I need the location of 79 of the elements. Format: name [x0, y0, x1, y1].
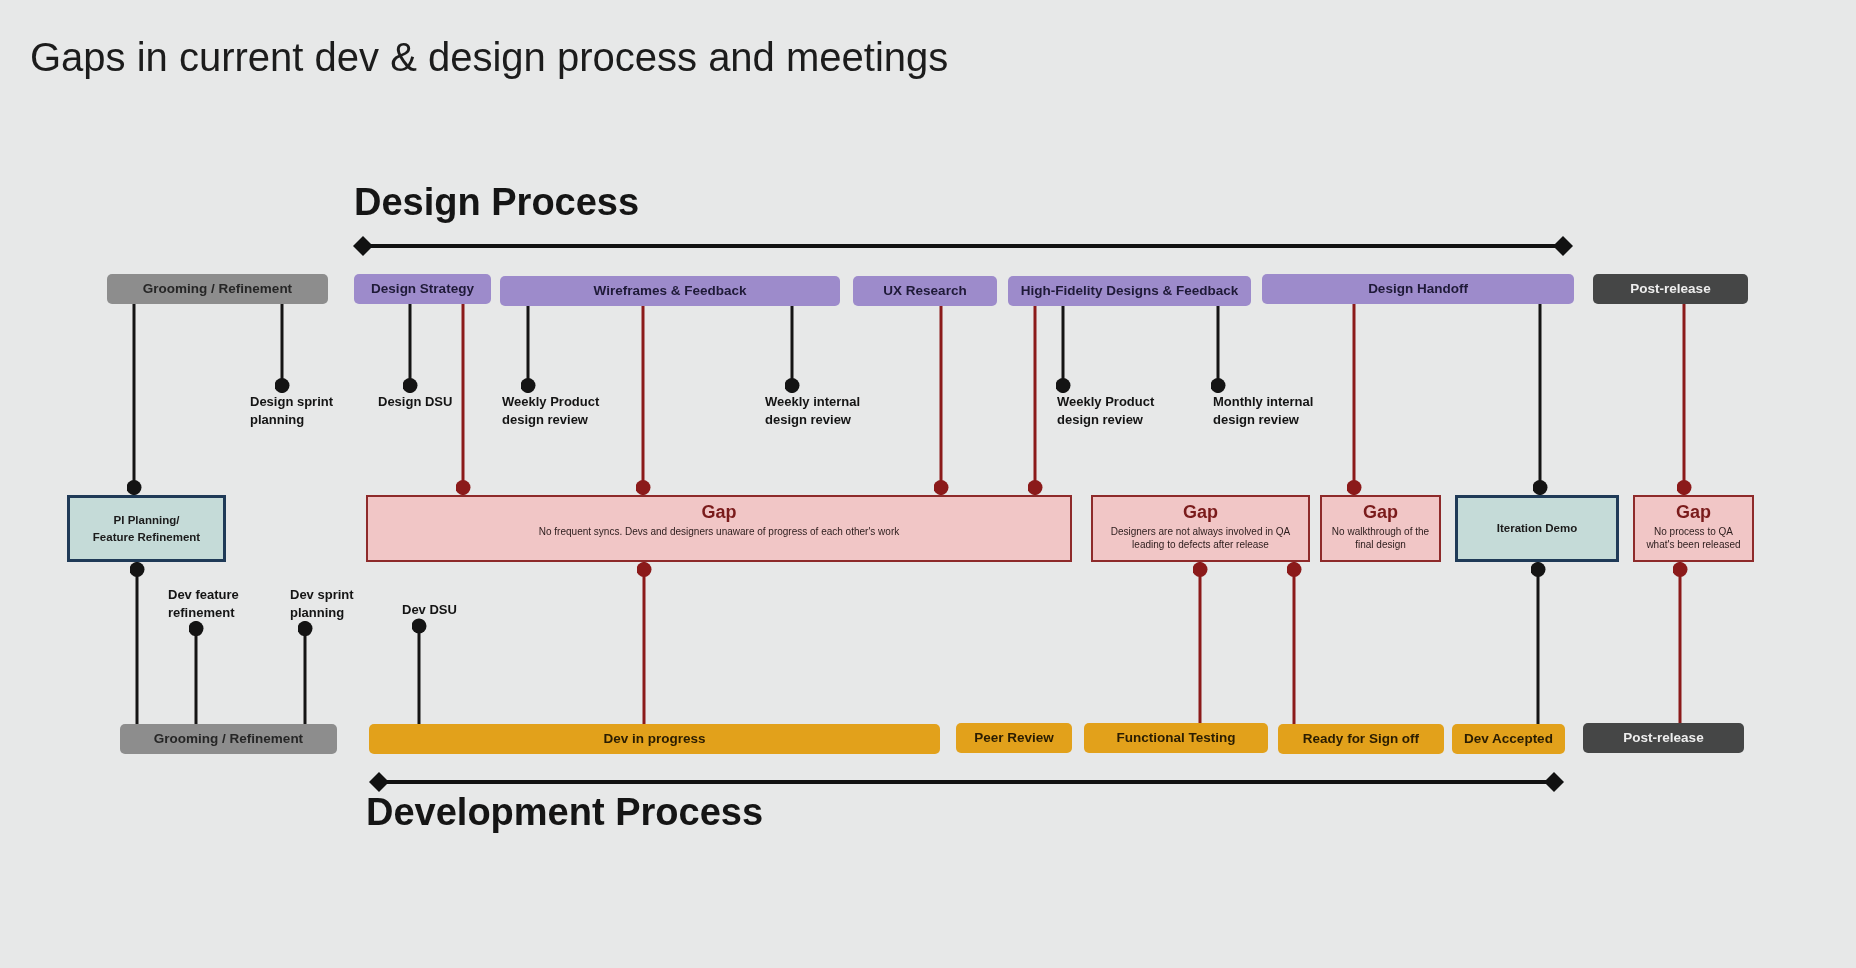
- gap-description: No process to QA what's been released: [1645, 524, 1742, 551]
- phase-label: Post-release: [1623, 729, 1704, 747]
- meeting-label: Design DSU: [378, 393, 453, 411]
- connector-line: [520, 306, 536, 393]
- meeting-label: Dev feature refinement: [168, 586, 260, 622]
- design-phase-bar: [500, 276, 840, 306]
- phase-label: Grooming / Refinement: [153, 730, 304, 748]
- connector-line: [933, 306, 949, 495]
- connector-line: [1532, 304, 1548, 495]
- event-box: [1455, 495, 1619, 562]
- gap-heading: Gap: [1676, 502, 1711, 523]
- connector-line: [402, 304, 418, 393]
- phase-bar: [120, 724, 337, 754]
- status-label: Functional Testing: [1116, 729, 1236, 747]
- connector-line: [411, 618, 427, 724]
- page-title: Gaps in current dev & design process and meetings: [30, 34, 949, 81]
- phase-label: Grooming / Refinement: [142, 280, 293, 298]
- meeting-label: Dev DSU: [402, 601, 457, 619]
- gap-heading: Gap: [1363, 502, 1398, 523]
- meeting-label: Weekly Product design review: [502, 393, 622, 429]
- meeting-label: Weekly Product design review: [1057, 393, 1177, 429]
- phase-label: Wireframes & Feedback: [593, 282, 747, 300]
- connector-line: [188, 621, 204, 724]
- connector-line: [1027, 306, 1043, 495]
- gap-box: [366, 495, 1072, 562]
- gap-description: Designers are not always involved in QA leading to defects after release: [1109, 524, 1292, 551]
- phase-bar: [107, 274, 328, 304]
- gap-box: [1091, 495, 1310, 562]
- gap-description: No frequent syncs. Devs and designers unaware of progress of each other's work: [538, 524, 900, 538]
- dev-status-bar: [369, 724, 940, 754]
- design-phase-bar: [1008, 276, 1251, 306]
- meeting-label: Design sprint planning: [250, 393, 350, 429]
- connector-line: [1210, 306, 1226, 393]
- dev-status-bar: [1452, 724, 1565, 754]
- event-label: PI Planning/ Feature Refinement: [91, 513, 202, 545]
- connector-line: [1530, 562, 1546, 724]
- connector-line: [1055, 306, 1071, 393]
- status-label: Peer Review: [974, 729, 1054, 747]
- phase-label: UX Research: [883, 282, 967, 300]
- section-heading: Design Process: [354, 180, 640, 225]
- status-label: Dev Accepted: [1464, 730, 1553, 748]
- connector-line: [636, 562, 652, 724]
- design-phase-bar: [354, 274, 491, 304]
- section-heading: Development Process: [366, 790, 764, 835]
- dev-status-bar: [956, 723, 1072, 753]
- connector-line: [784, 306, 800, 393]
- connector-line: [1286, 562, 1302, 724]
- connector-line: [129, 562, 145, 724]
- phase-label: Design Handoff: [1368, 280, 1468, 298]
- gap-heading: Gap: [701, 502, 737, 523]
- design-phase-bar: [853, 276, 997, 306]
- meeting-label: Weekly internal design review: [765, 393, 885, 429]
- event-box: [67, 495, 226, 562]
- connector-line: [455, 304, 471, 495]
- connector-line: [1676, 304, 1692, 495]
- event-label: Iteration Demo: [1496, 521, 1578, 537]
- connector-line: [635, 306, 651, 495]
- phase-bar: [1583, 723, 1744, 753]
- connector-line: [1672, 562, 1688, 723]
- gap-heading: Gap: [1183, 502, 1218, 523]
- connector-line: [274, 304, 290, 393]
- connector-line: [1346, 304, 1362, 495]
- phase-bar: [1593, 274, 1748, 304]
- status-label: Dev in progress: [603, 730, 706, 748]
- meeting-label: Monthly internal design review: [1213, 393, 1345, 429]
- phase-label: Post-release: [1630, 280, 1711, 298]
- phase-label: Design Strategy: [371, 280, 474, 298]
- status-label: Ready for Sign off: [1302, 730, 1420, 748]
- dev-status-bar: [1278, 724, 1444, 754]
- connector-line: [126, 304, 142, 495]
- phase-label: High-Fidelity Designs & Feedback: [1020, 282, 1239, 300]
- dev-status-bar: [1084, 723, 1268, 753]
- gap-box: [1320, 495, 1441, 562]
- connector-line: [297, 621, 313, 724]
- gap-description: No walkthrough of the final design: [1330, 524, 1431, 551]
- meeting-label: Dev sprint planning: [290, 586, 370, 622]
- connector-line: [1192, 562, 1208, 723]
- gap-box: [1633, 495, 1754, 562]
- design-phase-bar: [1262, 274, 1574, 304]
